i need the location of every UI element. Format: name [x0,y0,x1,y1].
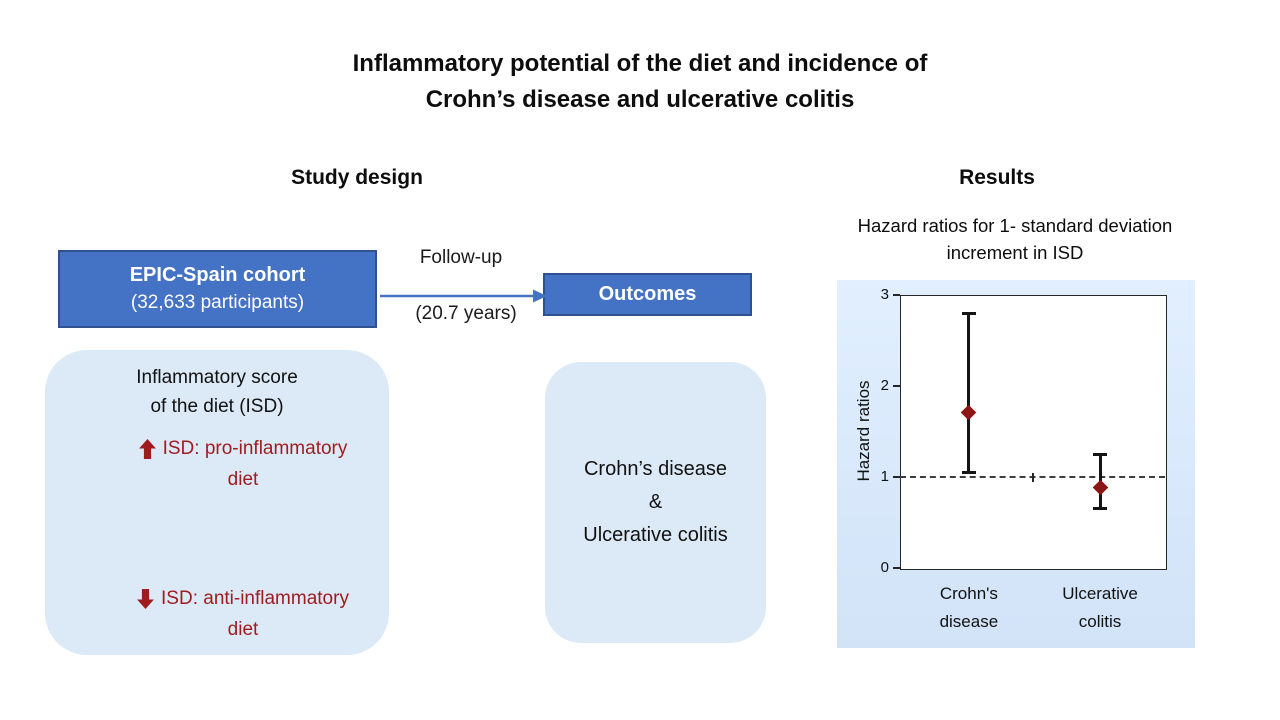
x-category-label-line: Crohn's [939,584,998,603]
error-bar-cap-bottom [1093,507,1108,511]
cohort-name: EPIC-Spain cohort [129,264,306,286]
down-arrow-icon [137,589,154,609]
isd-title: Inflammatory score of the diet (ISD) [45,363,389,421]
error-bar [967,313,971,473]
error-bar-cap-top [961,311,976,315]
disease-box: Crohn’s disease & Ulcerative colitis [545,362,766,643]
y-tick-mark [893,567,900,569]
isd-low-row: ISD: anti-inflammatory [97,588,389,610]
isd-low-label: ISD: anti-inflammatory [161,588,349,609]
flow-arrow-icon [380,289,547,303]
isd-high-label-line2: diet [227,469,259,490]
x-category-label-line: colitis [1078,612,1122,631]
disease-line2: & [648,491,663,513]
results-heading: Results [959,166,1035,189]
isd-box: Inflammatory score of the diet (ISD) ISD… [45,350,389,655]
page-title-line2: Crohn’s disease and ulcerative colitis [425,86,855,113]
isd-low-label-line2: diet [227,619,259,640]
y-tick-label: 3 [880,286,889,303]
y-tick-label: 1 [880,468,889,485]
chart-title-line1: Hazard ratios for 1- standard deviation [857,215,1173,236]
isd-high-label: ISD: pro-inflammatory [162,438,348,459]
study-design-heading: Study design [291,166,423,189]
y-tick-label: 2 [880,377,889,394]
isd-title-line1: Inflammatory score [136,367,298,388]
x-category-label-line: disease [939,612,999,631]
disease-line3: Ulcerative colitis [583,524,728,546]
disease-line1: Crohn’s disease [583,458,728,480]
y-tick-label: 0 [880,559,889,576]
y-tick-mark [893,476,900,478]
followup-label: Follow-up [419,247,503,268]
followup-duration: (20.7 years) [415,303,517,324]
page-title-line1: Inflammatory potential of the diet and i… [352,50,928,77]
y-tick-mark [893,294,900,296]
cohort-box: EPIC-Spain cohort (32,633 participants) [58,250,377,328]
plot-area [900,295,1167,570]
chart-title-line2: increment in ISD [946,242,1084,263]
up-arrow-icon [138,439,156,459]
x-category-label: Crohn's disease [904,580,1034,636]
chart-title: Hazard ratios for 1- standard deviation … [820,212,1210,266]
isd-title-line2: of the diet (ISD) [150,396,284,417]
error-bar-cap-top [1093,452,1108,456]
outcomes-box: Outcomes [543,273,752,316]
cohort-participants: (32,633 participants) [130,292,305,313]
axis-crossing-tick [1031,473,1034,482]
x-category-label: Ulcerative colitis [1035,580,1165,636]
error-bar-cap-bottom [961,470,976,474]
page-title: Inflammatory potential of the diet and i… [0,46,1280,118]
y-tick-mark [893,385,900,387]
x-category-label-line: Ulcerative [1062,584,1138,603]
isd-high-row: ISD: pro-inflammatory [97,438,389,460]
